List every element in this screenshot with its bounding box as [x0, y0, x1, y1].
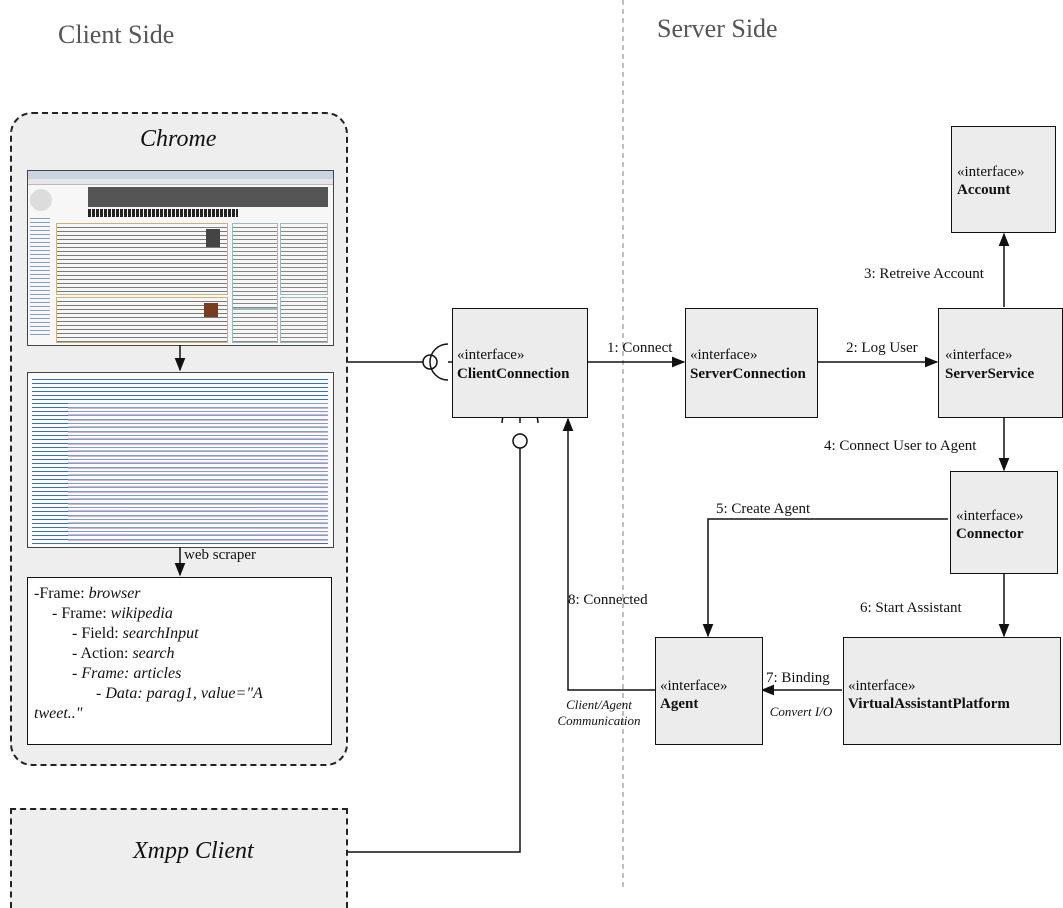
tree-line: - Frame: wikipedia	[52, 605, 173, 622]
scraped-frame-tree: -Frame: browser - Frame: wikipedia - Fie…	[27, 577, 332, 745]
message-2-label: 2: Log User	[846, 340, 918, 356]
tree-line: tweet.."	[34, 705, 83, 722]
message-7-label: 7: Binding	[766, 670, 830, 686]
component-name: Connector	[956, 526, 1024, 542]
client-agent-communication-label: Client/Agent Communication	[557, 697, 641, 728]
client-connection-component[interactable]: «interface» ClientConnection	[452, 308, 588, 418]
xmpp-client-title: Xmpp Client	[133, 838, 254, 864]
convert-io-label: Convert I/O	[769, 704, 833, 719]
stereotype-label: «interface»	[457, 347, 525, 363]
message-5-label: 5: Create Agent	[716, 501, 811, 517]
tree-line: - Action: search	[72, 645, 175, 662]
web-scraper-label: web scraper	[184, 547, 257, 563]
message-1-label: 1: Connect	[607, 340, 673, 356]
stereotype-label: «interface»	[848, 678, 916, 694]
stereotype-label: «interface»	[956, 508, 1024, 524]
server-service-component[interactable]: «interface» ServerService	[938, 308, 1063, 418]
message-6-label: 6: Start Assistant	[860, 600, 962, 616]
tree-line: - Data: parag1, value="A	[96, 685, 263, 702]
browser-screenshot	[27, 170, 334, 346]
connector-component[interactable]: «interface» Connector	[950, 471, 1058, 574]
component-name: ServerConnection	[690, 366, 806, 382]
message-8-label: 8: Connected	[568, 592, 648, 608]
server-connection-component[interactable]: «interface» ServerConnection	[685, 308, 818, 418]
component-name: ServerService	[945, 366, 1035, 382]
account-component[interactable]: «interface» Account	[951, 126, 1056, 233]
tree-line: -Frame: browser	[34, 585, 141, 602]
component-name: Account	[957, 182, 1011, 198]
virtual-assistant-platform-component[interactable]: «interface» VirtualAssistantPlatform	[843, 637, 1061, 745]
tree-line: - Field: searchInput	[72, 625, 199, 642]
stereotype-label: «interface»	[660, 678, 728, 694]
message-4-label: 4: Connect User to Agent	[824, 438, 977, 454]
server-side-title: Server Side	[657, 14, 778, 43]
html-source-view	[27, 372, 334, 548]
component-name: VirtualAssistantPlatform	[848, 696, 1010, 712]
agent-component[interactable]: «interface» Agent	[655, 637, 763, 745]
component-name: ClientConnection	[457, 366, 570, 382]
stereotype-label: «interface»	[690, 347, 758, 363]
component-name: Agent	[660, 696, 699, 712]
chrome-title: Chrome	[140, 126, 217, 152]
tree-line: - Frame: articles	[72, 665, 182, 682]
stereotype-label: «interface»	[945, 347, 1013, 363]
message-3-label: 3: Retreive Account	[864, 266, 984, 282]
stereotype-label: «interface»	[957, 164, 1025, 180]
client-side-title: Client Side	[58, 20, 175, 49]
